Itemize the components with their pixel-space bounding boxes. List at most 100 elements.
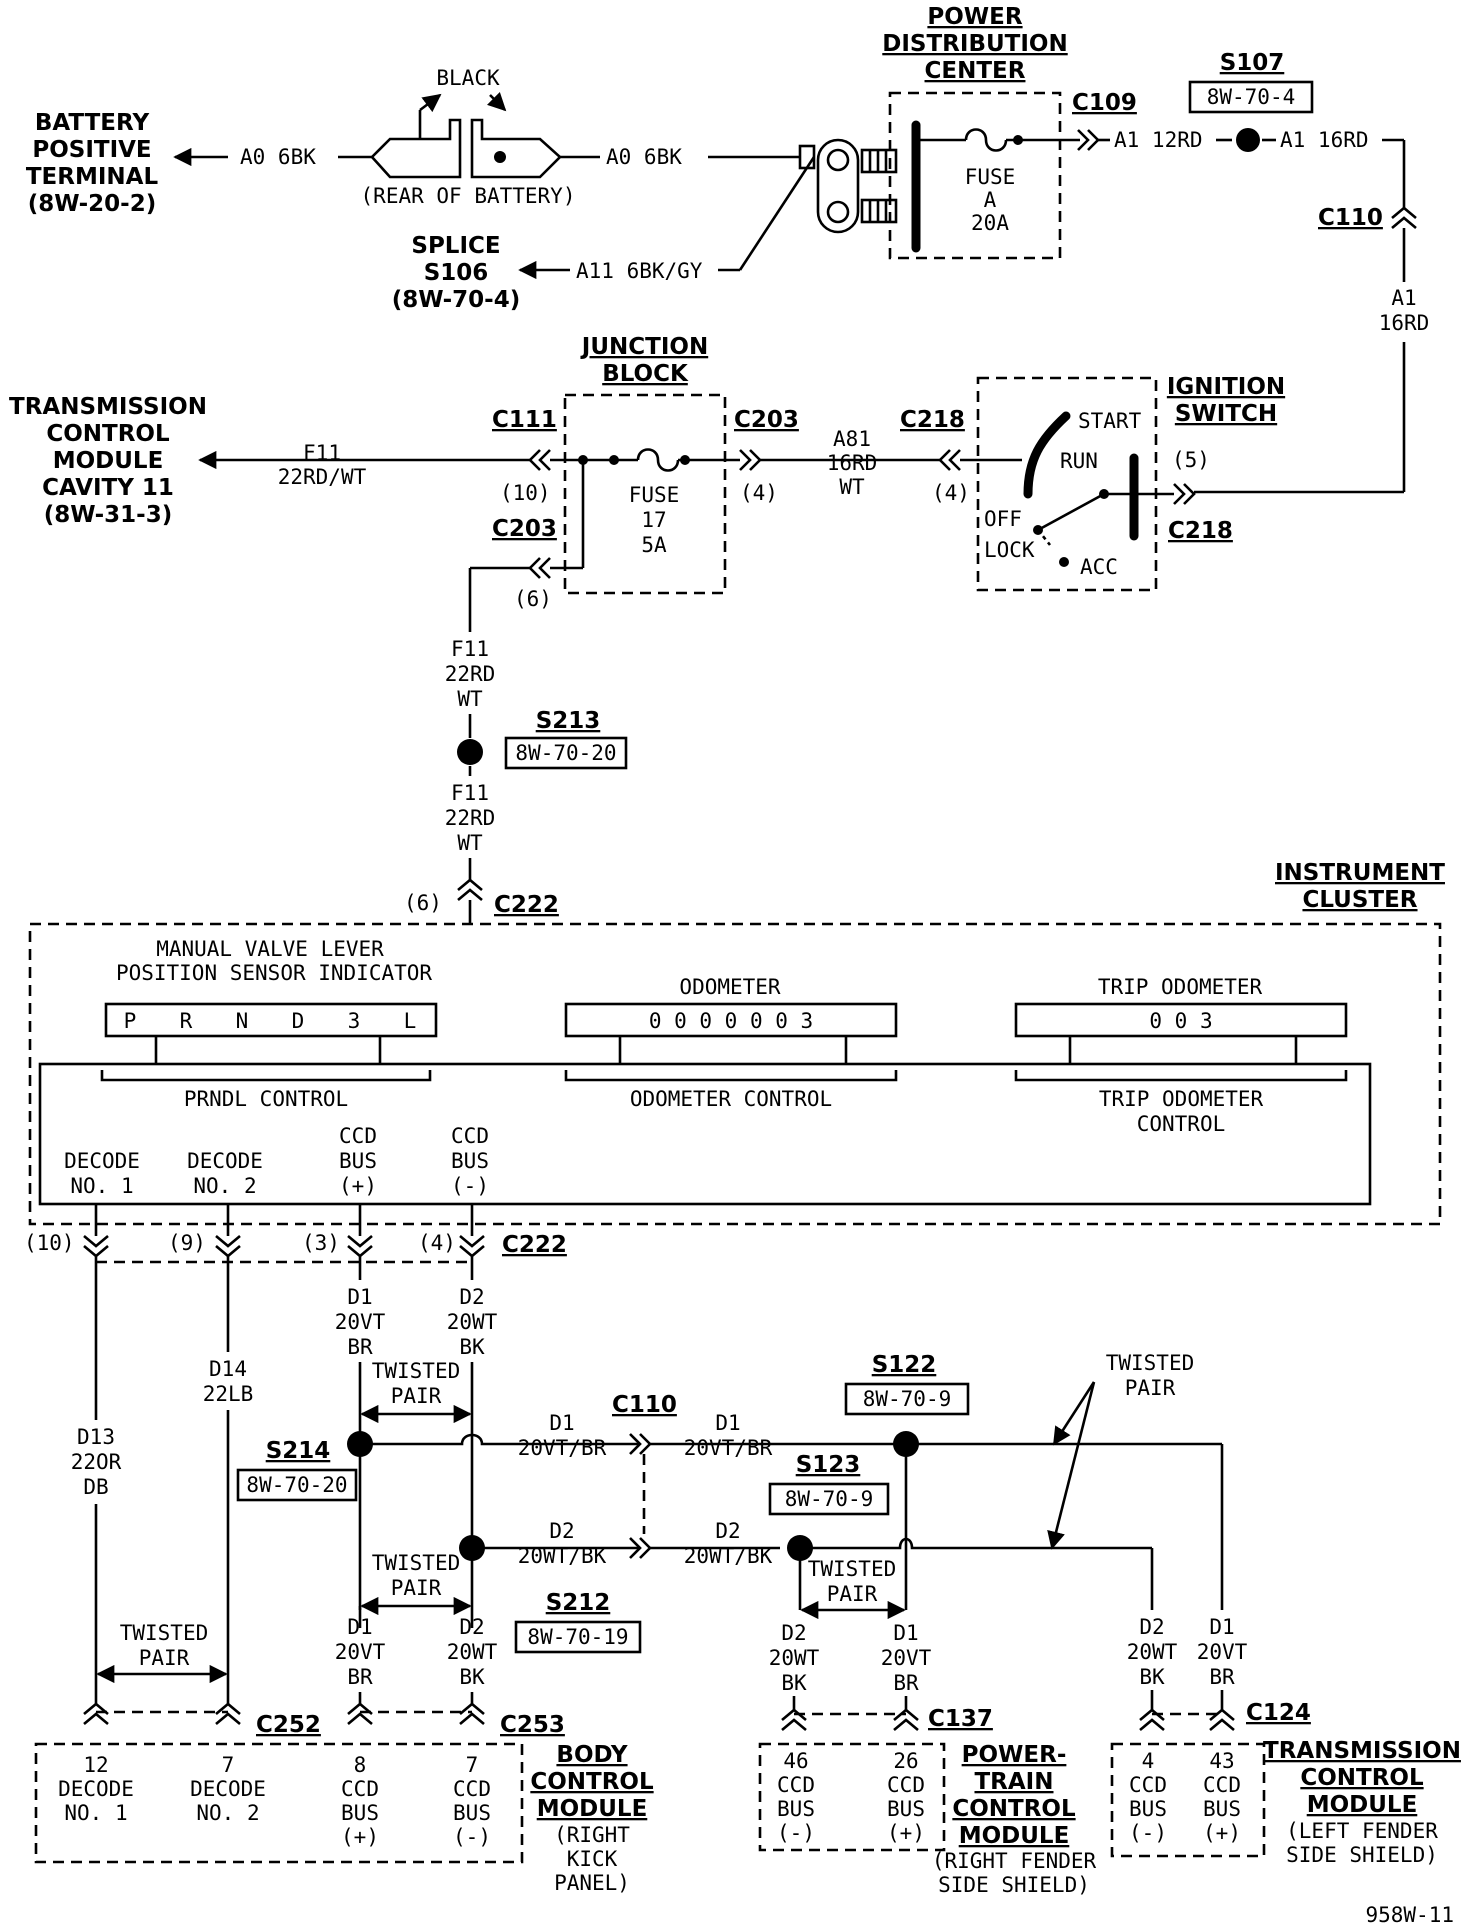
svg-text:22LB: 22LB — [203, 1382, 254, 1406]
c110-top-connector — [1391, 206, 1417, 229]
ign-acc: ACC — [1080, 555, 1118, 579]
c203-b-label: C203 — [492, 516, 557, 542]
svg-text:(8W-70-4): (8W-70-4) — [392, 287, 520, 313]
d2-to-tcm-h — [800, 1537, 1152, 1550]
wire-d2-h-right: D2 20WT/BK — [684, 1519, 773, 1568]
s123-ref: 8W-70-9 — [785, 1487, 874, 1511]
svg-text:BK: BK — [781, 1671, 807, 1695]
svg-text:F11: F11 — [451, 781, 489, 805]
svg-text:A: A — [984, 188, 997, 212]
c111-label: C111 — [492, 407, 557, 433]
svg-text:TRANSMISSION: TRANSMISSION — [9, 394, 207, 420]
c253-label: C253 — [500, 1712, 565, 1738]
wire-a1-right-2: 16RD — [1379, 311, 1430, 335]
svg-text:CCD: CCD — [777, 1773, 815, 1797]
prndl-bracket — [100, 1070, 432, 1082]
svg-text:S106: S106 — [424, 260, 489, 286]
wire-d2-h-left: D2 20WT/BK — [518, 1519, 607, 1568]
svg-text:SPLICE: SPLICE — [411, 233, 500, 259]
c203-a-label: C203 — [734, 407, 799, 433]
c253-pin8 — [347, 1702, 373, 1725]
c137-pin26 — [893, 1708, 919, 1731]
twisted-pair-right-label: TWISTED PAIR — [1106, 1351, 1195, 1400]
c222-pin10 — [83, 1235, 109, 1258]
page-code: 958W-11 — [1365, 1903, 1454, 1927]
svg-text:CONTROL: CONTROL — [46, 421, 170, 447]
svg-text:22RD: 22RD — [445, 662, 496, 686]
tcm-cavity11-label: TRANSMISSION CONTROL MODULE CAVITY 11 (8… — [9, 394, 207, 528]
svg-text:PANEL): PANEL) — [554, 1871, 630, 1895]
svg-text:CONTROL: CONTROL — [1300, 1765, 1424, 1791]
svg-text:SIDE SHIELD): SIDE SHIELD) — [938, 1873, 1090, 1897]
trip-bracket — [1014, 1070, 1348, 1082]
svg-text:D1: D1 — [715, 1411, 740, 1435]
svg-text:R: R — [180, 1009, 193, 1033]
svg-text:20WT/BK: 20WT/BK — [684, 1544, 773, 1568]
c218-a-cavity: (4) — [932, 481, 970, 505]
s212-label: S212 — [546, 1590, 611, 1616]
svg-text:BUS: BUS — [453, 1801, 491, 1825]
c218-b-label: C218 — [1168, 518, 1233, 544]
svg-text:(+): (+) — [887, 1821, 925, 1845]
ccd-plus-label: CCD BUS (+) — [339, 1124, 377, 1198]
svg-text:CONTROL: CONTROL — [952, 1796, 1076, 1822]
wire-d1-h-right: D1 20VT/BR — [684, 1411, 773, 1460]
s213-ref: 8W-70-20 — [515, 741, 616, 765]
ign-acc-dot — [1059, 557, 1069, 567]
junction-block-title-1: JUNCTION — [580, 334, 708, 360]
s107-ref: 8W-70-4 — [1207, 85, 1296, 109]
bcm-pin-3: 8 CCD BUS (+) — [341, 1753, 379, 1849]
svg-text:20WT: 20WT — [1127, 1640, 1178, 1664]
svg-text:BUS: BUS — [451, 1149, 489, 1173]
wire-d2-tcm: D2 20WT BK — [1127, 1615, 1178, 1689]
cluster-title-1: INSTRUMENT — [1275, 860, 1445, 886]
svg-text:3: 3 — [348, 1009, 361, 1033]
ignition-switch-box — [976, 376, 1158, 592]
svg-text:MODULE: MODULE — [537, 1796, 648, 1822]
svg-text:(LEFT FENDER: (LEFT FENDER — [1286, 1819, 1438, 1843]
svg-text:20VT: 20VT — [335, 1310, 386, 1334]
tcm-title: TRANSMISSION CONTROL MODULE — [1263, 1738, 1461, 1818]
svg-text:CCD: CCD — [887, 1773, 925, 1797]
bcm-pin-2: 7 DECODE NO. 2 — [190, 1753, 266, 1825]
svg-text:CCD: CCD — [451, 1124, 489, 1148]
svg-text:NO. 2: NO. 2 — [193, 1174, 256, 1198]
svg-text:TWISTED: TWISTED — [120, 1621, 209, 1645]
svg-text:D2: D2 — [715, 1519, 740, 1543]
c218-b-connector — [1173, 483, 1196, 505]
wire-d1-top: D1 20VT BR — [335, 1285, 386, 1359]
svg-text:MODULE: MODULE — [1307, 1792, 1418, 1818]
svg-text:D: D — [292, 1009, 305, 1033]
d1-horizontal-left — [360, 1433, 640, 1446]
wire-d2-bcm: D2 20WT BK — [447, 1615, 498, 1689]
prndl-letters: P R N D 3 L — [124, 1009, 417, 1033]
svg-text:P: P — [124, 1009, 137, 1033]
junction-block-box — [563, 393, 727, 595]
svg-text:CCD: CCD — [1203, 1773, 1241, 1797]
svg-text:FUSE: FUSE — [629, 483, 680, 507]
svg-text:BK: BK — [459, 1665, 485, 1689]
svg-text:A81: A81 — [833, 427, 871, 451]
c203-b-connector — [528, 557, 551, 579]
svg-text:CCD: CCD — [1129, 1773, 1167, 1797]
rear-of-battery-label: (REAR OF BATTERY) — [361, 184, 576, 208]
svg-text:PAIR: PAIR — [391, 1576, 442, 1600]
svg-text:4: 4 — [1142, 1749, 1155, 1773]
svg-text:BUS: BUS — [1129, 1797, 1167, 1821]
svg-text:D2: D2 — [459, 1615, 484, 1639]
prndl-control: PRNDL CONTROL — [184, 1087, 348, 1111]
svg-text:BR: BR — [347, 1665, 373, 1689]
wire-a1-12rd: A1 12RD — [1114, 128, 1203, 152]
tp-right-arrow-2 — [1047, 1381, 1096, 1550]
svg-text:PAIR: PAIR — [391, 1384, 442, 1408]
svg-text:DECODE: DECODE — [64, 1149, 140, 1173]
pdc-box — [888, 91, 1062, 260]
ring-terminal — [816, 138, 860, 234]
s212-ref-box — [514, 1620, 642, 1654]
tcm-pin-2: 43 CCD BUS (+) — [1203, 1749, 1241, 1845]
svg-text:22OR: 22OR — [71, 1450, 122, 1474]
svg-text:CONTROL: CONTROL — [530, 1769, 654, 1795]
svg-text:D13: D13 — [77, 1425, 115, 1449]
svg-text:BUS: BUS — [339, 1149, 377, 1173]
fuse-a-label: FUSE A 20A — [965, 165, 1016, 235]
